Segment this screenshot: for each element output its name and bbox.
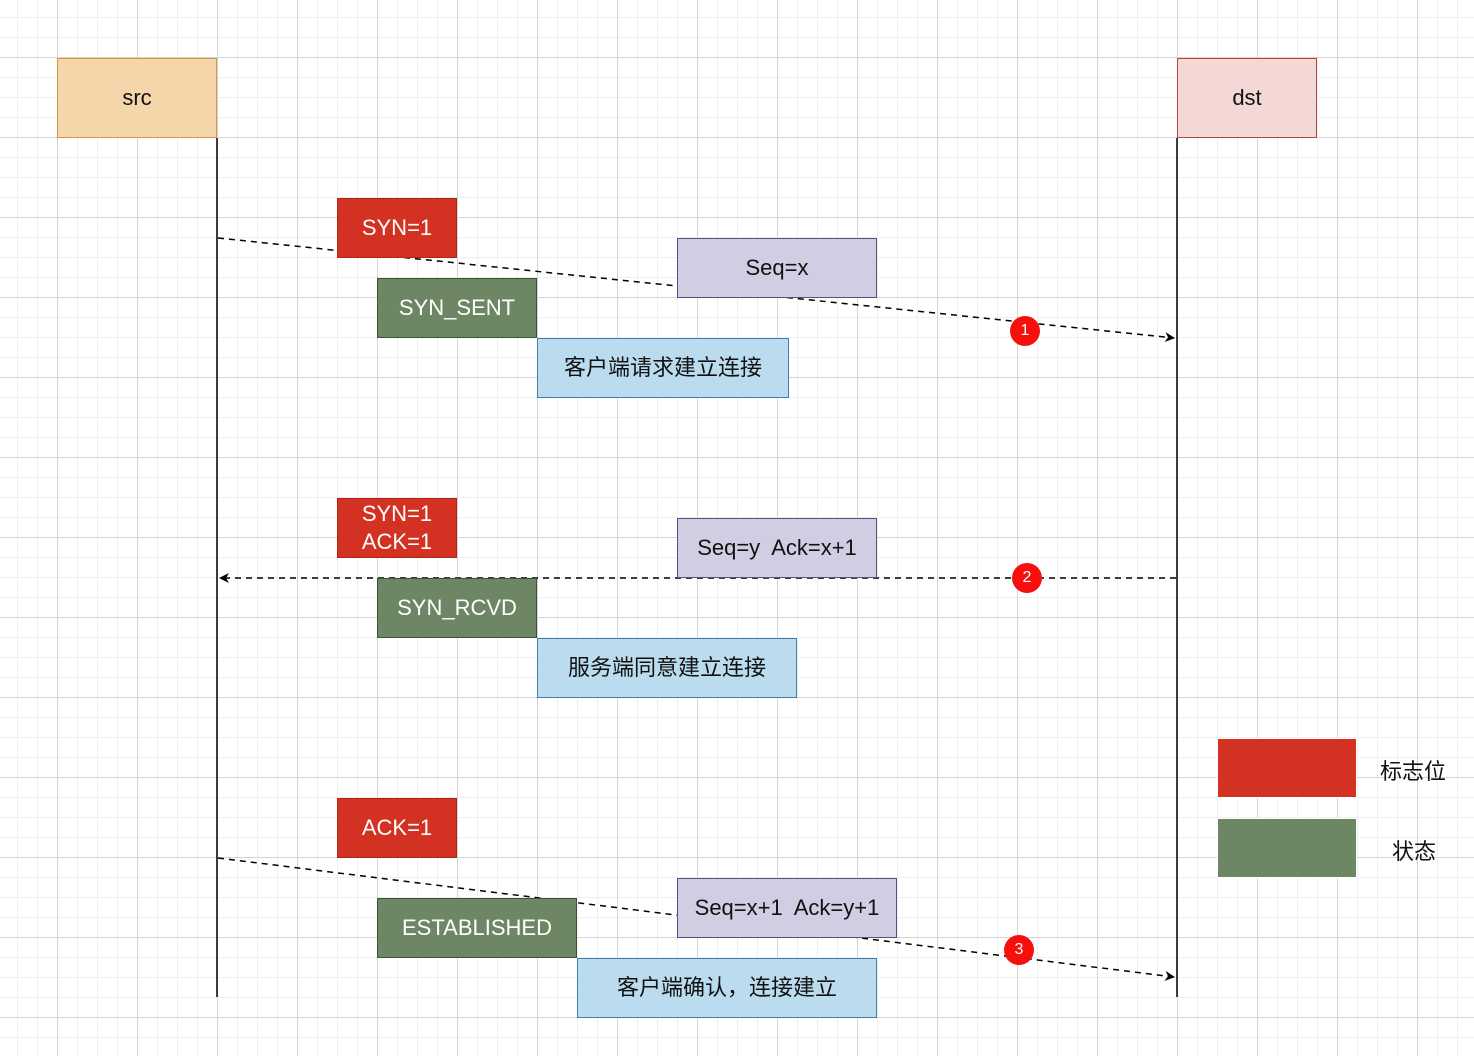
step-badge-1: 1 [1010,316,1040,346]
legend-swatch-state [1217,818,1357,878]
flag-box-ack[interactable]: ACK=1 [337,798,457,858]
note-label: 客户端确认，连接建立 [616,975,837,1000]
seq-label: Seq=y Ack=x+1 [697,535,857,560]
legend-swatch-flag [1217,738,1357,798]
src-label: src [122,85,152,110]
seq-box-3[interactable]: Seq=x+1 Ack=y+1 [677,878,897,938]
flag-box-syn-ack[interactable]: SYN=1 ACK=1 [337,498,457,558]
legend-label-flag: 标志位 [1380,759,1447,784]
state-label: SYN_SENT [398,295,516,320]
state-label: SYN_RCVD [397,595,517,620]
flag-label: SYN=1 [361,215,433,240]
state-box-established[interactable]: ESTABLISHED [377,898,577,958]
state-box-syn-rcvd[interactable]: SYN_RCVD [377,578,537,638]
flag-box-syn[interactable]: SYN=1 [337,198,457,258]
note-box-2[interactable]: 服务端同意建立连接 [537,638,797,698]
seq-label: Seq=x+1 Ack=y+1 [694,895,880,920]
note-label: 客户端请求建立连接 [563,355,762,380]
seq-label: Seq=x [745,255,809,280]
flag-label: ACK=1 [361,815,433,840]
seq-box-2[interactable]: Seq=y Ack=x+1 [677,518,877,578]
dst-participant[interactable]: dst [1177,58,1317,138]
step-badge-3: 3 [1004,935,1034,965]
note-box-3[interactable]: 客户端确认，连接建立 [577,958,877,1018]
flag-label-line2: ACK=1 [361,529,433,554]
legend-label-state: 状态 [1392,839,1437,864]
step-badge-2: 2 [1012,563,1042,593]
note-label: 服务端同意建立连接 [567,655,766,680]
seq-box-1[interactable]: Seq=x [677,238,877,298]
dst-label: dst [1232,85,1262,110]
src-participant[interactable]: src [57,58,217,138]
state-box-syn-sent[interactable]: SYN_SENT [377,278,537,338]
flag-label-line1: SYN=1 [361,501,433,526]
state-label: ESTABLISHED [402,915,552,940]
note-box-1[interactable]: 客户端请求建立连接 [537,338,789,398]
